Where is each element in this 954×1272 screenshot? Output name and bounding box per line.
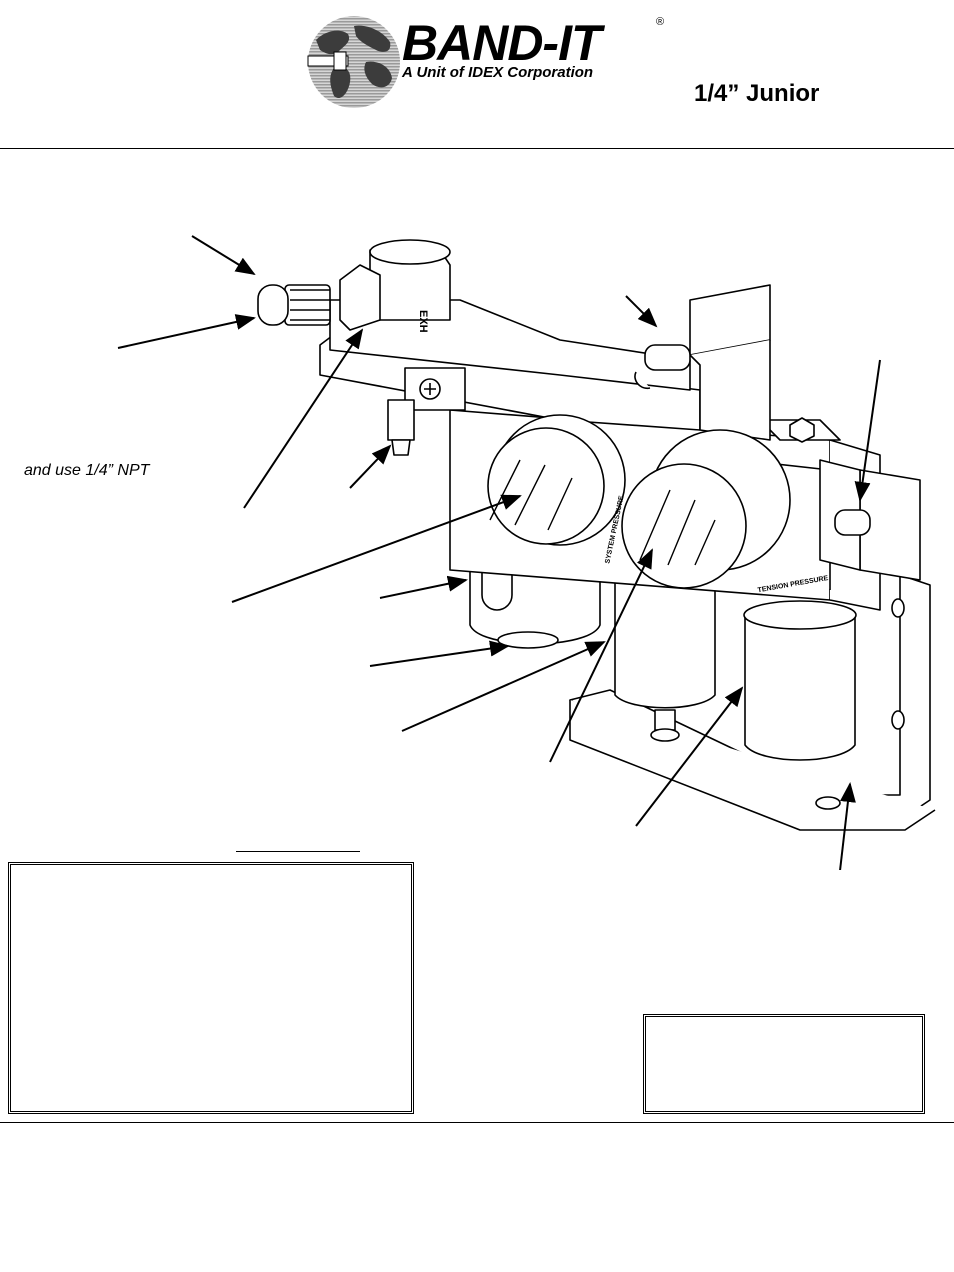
logo-registered-mark: ® <box>656 16 665 28</box>
svg-text:EXH: EXH <box>417 310 429 333</box>
globe-icon <box>307 16 400 108</box>
band-it-logo: BAND-IT ® A Unit of IDEX Corporation <box>304 12 676 112</box>
notes-box-right <box>643 1014 925 1114</box>
logo-tagline: A Unit of IDEX Corporation <box>402 64 594 81</box>
header-divider <box>0 148 954 149</box>
footer-divider <box>0 1122 954 1123</box>
assembly-drawing: EXH SYSTEM PRESSURE TENSION PRESSURE <box>117 235 936 870</box>
model-title: 1/4” Junior <box>694 80 820 107</box>
logo-brand: BAND-IT <box>402 15 602 71</box>
notes-box-left <box>8 862 414 1114</box>
heading-underline <box>236 851 360 852</box>
npt-callout: and use 1/4” NPT <box>24 462 150 479</box>
